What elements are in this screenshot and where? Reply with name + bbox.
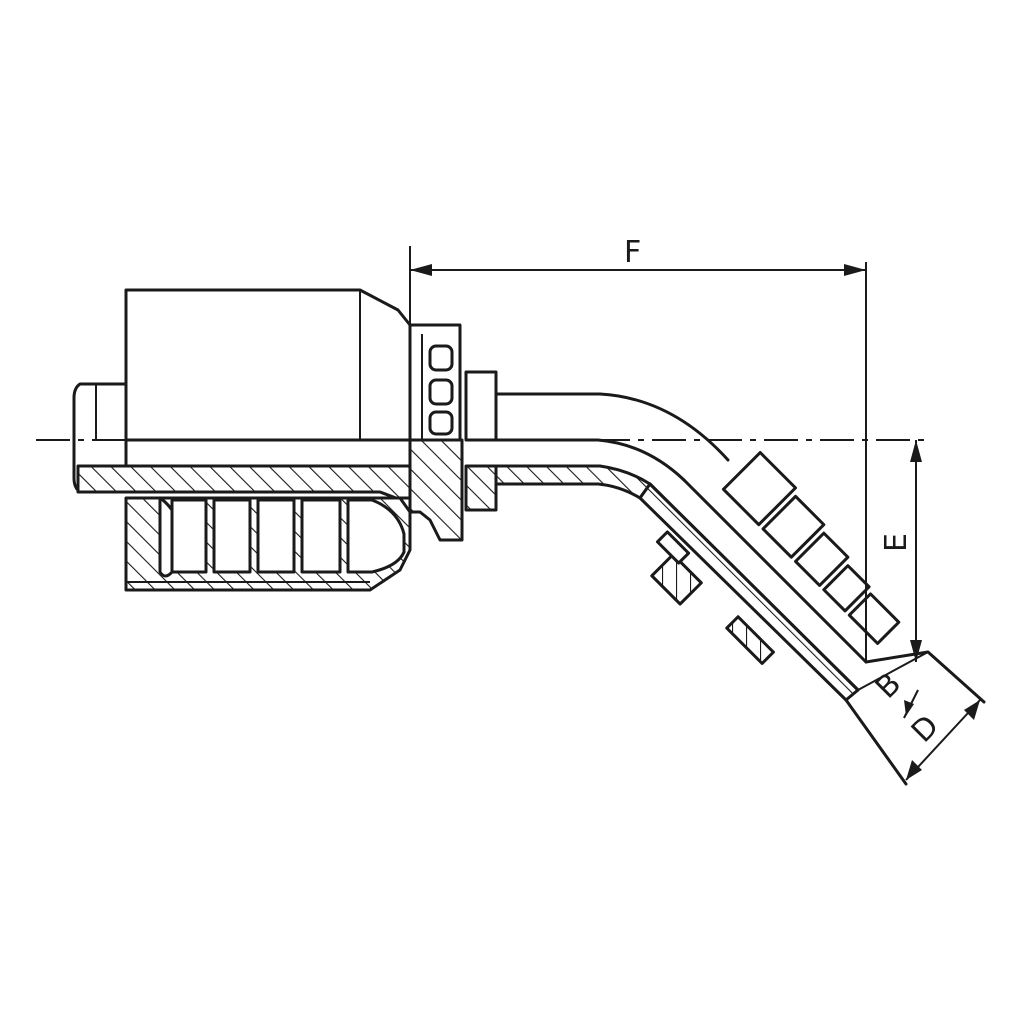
label-e: E (879, 533, 914, 552)
angled-nut (721, 451, 901, 645)
dimension-b: B (869, 666, 919, 719)
dimension-f: F (409, 235, 867, 662)
insert-section (76, 438, 464, 542)
dimension-d: D (905, 699, 981, 781)
ferrule-section (124, 496, 412, 592)
collar (464, 370, 498, 512)
bent-tube (494, 392, 730, 500)
dimension-e: E (879, 440, 922, 662)
hex-nut (408, 323, 462, 442)
ferrule-socket (124, 288, 412, 442)
angled-sleeve (650, 530, 775, 665)
label-b: B (869, 666, 908, 705)
label-f: F (624, 235, 641, 270)
